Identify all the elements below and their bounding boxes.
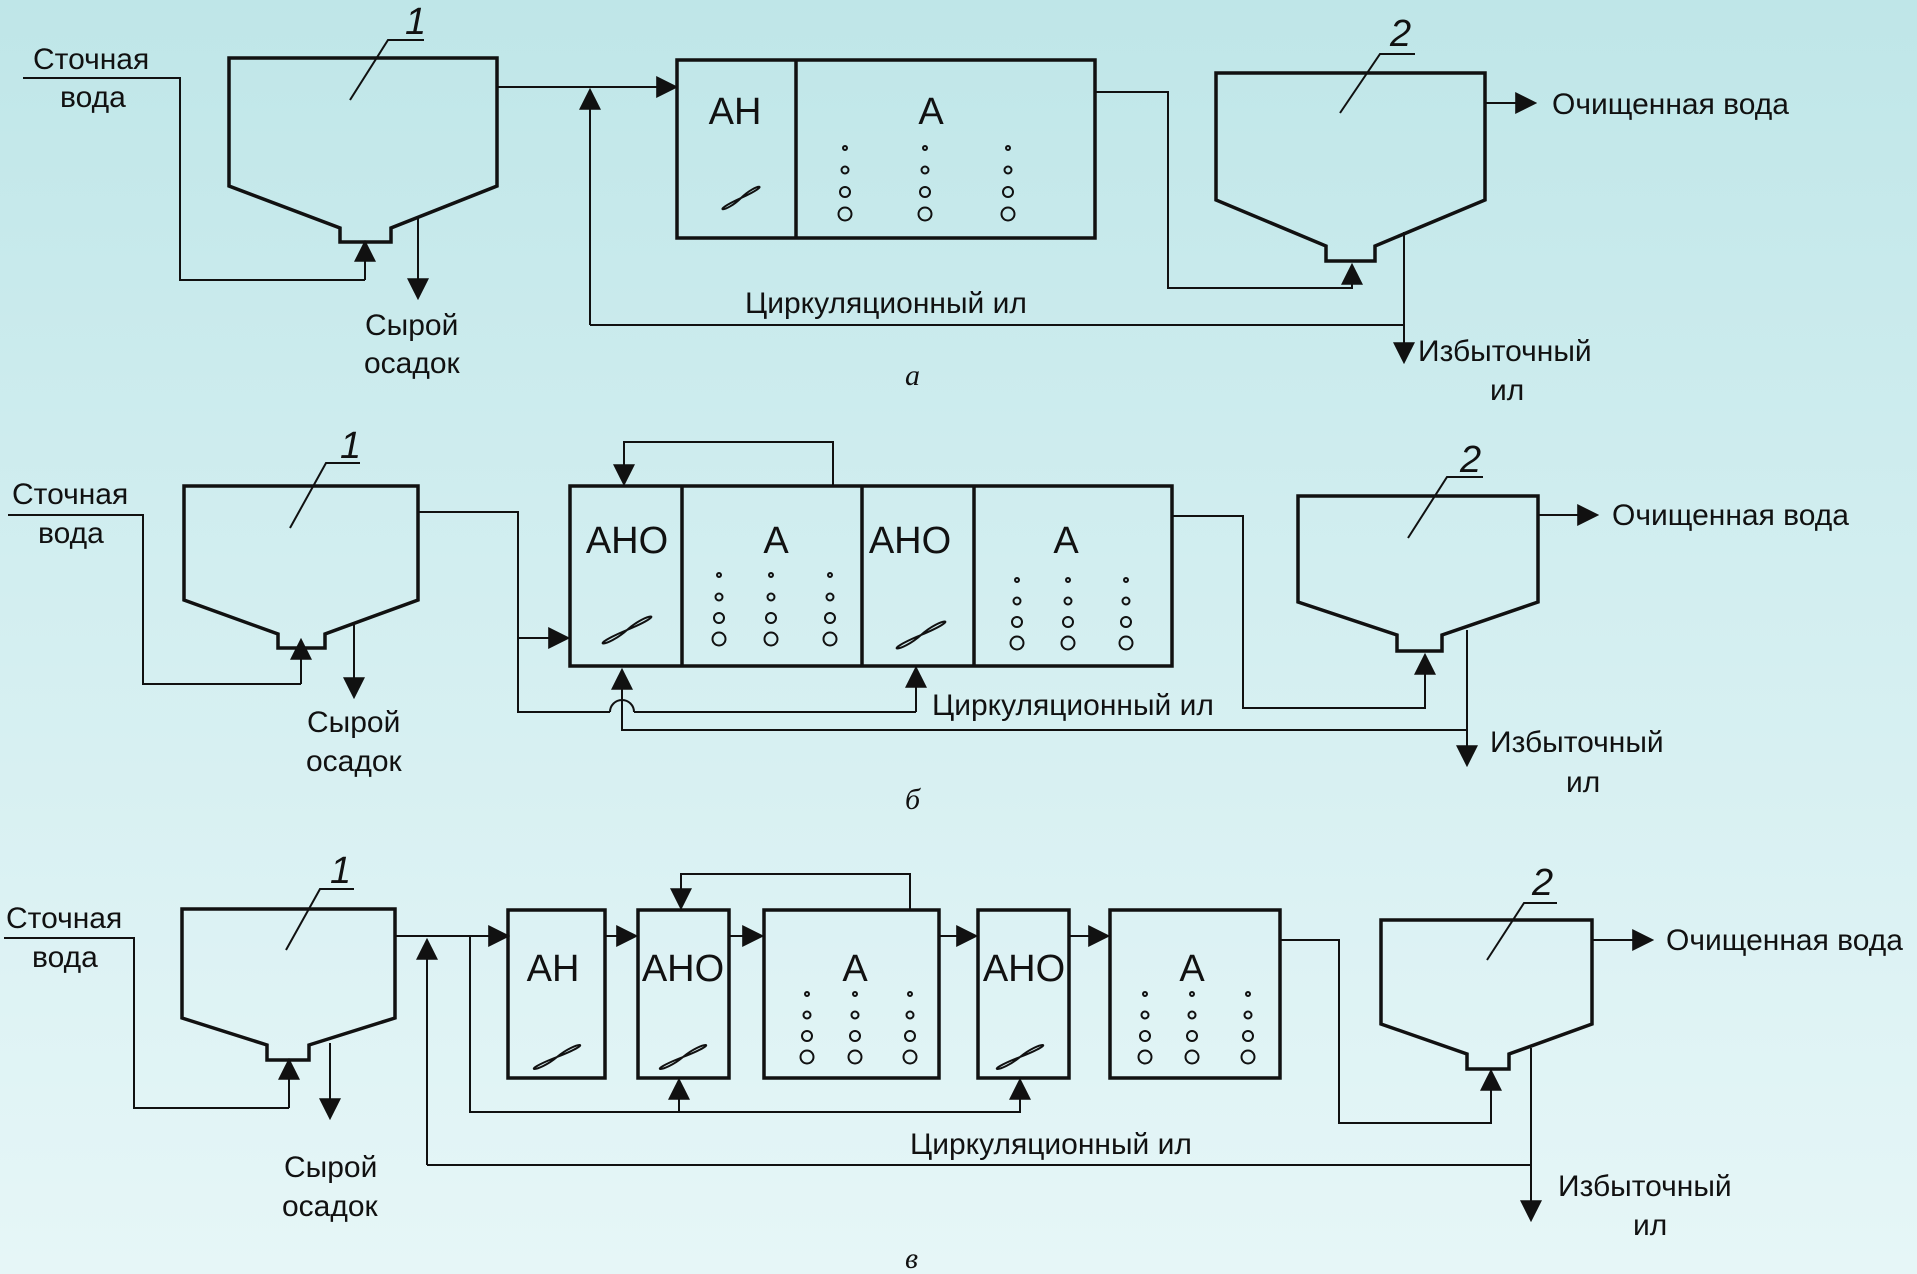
wastewater-line	[8, 514, 301, 685]
scheme-b: Сточная вода 1 Сырой осадок АНО А АНО А	[8, 425, 1849, 816]
aerobic-tank	[1108, 908, 1282, 1080]
mixer-infinity-icon	[721, 185, 761, 211]
excess-sludge-label: ил	[1633, 1209, 1667, 1242]
aerobic-zone-label: А	[763, 520, 789, 562]
secondary-clarifier-number: 2	[1531, 862, 1553, 904]
scheme-caption: в	[905, 1242, 918, 1274]
circulating-sludge-line	[517, 638, 916, 713]
mixed-liquor-line	[1280, 939, 1502, 1124]
primary-clarifier-number: 1	[340, 425, 361, 467]
raw-sludge-label: Сырой	[307, 706, 400, 739]
internal-recycle-arrow	[613, 441, 834, 487]
bioreactor	[568, 484, 1174, 668]
anoxic-zone-label: АНО	[586, 520, 668, 562]
scheme-caption: б	[905, 783, 921, 816]
wastewater-line	[23, 77, 365, 281]
wastewater-label: Сточная	[6, 902, 122, 935]
anaerobic-zone-label: АН	[527, 948, 580, 990]
circulating-sludge-label: Циркуляционный ил	[932, 689, 1214, 722]
return-sludge-arrow	[611, 667, 1467, 731]
secondary-clarifier-leader	[1339, 53, 1415, 114]
secondary-clarifier-leader	[1486, 902, 1557, 961]
raw-sludge-label: осадок	[282, 1190, 379, 1223]
aerobic-zone-label: А	[1053, 520, 1079, 562]
anoxic-tank	[636, 908, 731, 1080]
anoxic-zone-label: АНО	[983, 948, 1065, 990]
feed-arrow	[418, 511, 571, 649]
excess-sludge-label: Избыточный	[1558, 1170, 1732, 1203]
primary-clarifier-number: 1	[330, 850, 351, 892]
secondary-clarifier	[1214, 71, 1487, 263]
raw-sludge-label: Сырой	[365, 309, 458, 342]
secondary-clarifier-number: 2	[1459, 439, 1481, 481]
circulating-sludge-line	[469, 936, 1031, 1113]
mixer-infinity-icon	[532, 1044, 582, 1070]
mixed-liquor-line	[1172, 515, 1436, 709]
bioreactor	[675, 58, 1097, 240]
wastewater-label: вода	[32, 941, 98, 974]
treated-water-label: Очищенная вода	[1612, 499, 1849, 532]
excess-sludge-label: Избыточный	[1418, 335, 1592, 368]
secondary-clarifier	[1296, 494, 1540, 653]
air-bubbles-icon	[711, 572, 838, 647]
excess-sludge-label: ил	[1566, 766, 1600, 799]
aerobic-tank	[762, 908, 941, 1080]
secondary-clarifier	[1379, 918, 1594, 1071]
secondary-clarifier-number: 2	[1389, 13, 1411, 55]
air-bubbles-icon	[1009, 577, 1134, 651]
scheme-a: Сточная вода 1 Сырой осадок АН А 2 Очище…	[23, 1, 1789, 407]
aerobic-zone-label: А	[1179, 948, 1205, 990]
mixer-infinity-icon	[601, 615, 653, 645]
mixer-infinity-icon	[658, 1044, 708, 1070]
primary-clarifier	[180, 907, 397, 1062]
anoxic-tank	[976, 908, 1071, 1080]
anaerobic-tank	[506, 908, 607, 1080]
mixer-infinity-icon	[995, 1044, 1045, 1070]
raw-sludge-label: Сырой	[284, 1151, 377, 1184]
wastewater-label: Сточная	[12, 478, 128, 511]
mixed-liquor-line	[1095, 91, 1363, 289]
treated-water-label: Очищенная вода	[1552, 88, 1789, 121]
wastewater-label: вода	[38, 517, 104, 550]
mixer-infinity-icon	[895, 620, 947, 650]
circulating-sludge-label: Циркуляционный ил	[910, 1128, 1192, 1161]
aerobic-zone-label: А	[918, 91, 944, 133]
scheme-caption: а	[905, 359, 920, 392]
air-bubbles-icon	[837, 145, 1016, 222]
primary-clarifier-leader	[285, 888, 354, 951]
aerobic-zone-label: А	[842, 948, 868, 990]
primary-clarifier-leader	[289, 462, 360, 529]
anaerobic-zone-label: АН	[709, 91, 762, 133]
circulating-sludge-label: Циркуляционный ил	[745, 287, 1027, 320]
treated-water-label: Очищенная вода	[1666, 924, 1903, 957]
anoxic-zone-label: АНО	[642, 948, 724, 990]
primary-clarifier	[182, 484, 420, 650]
raw-sludge-label: осадок	[364, 347, 461, 380]
wastewater-label: Сточная	[33, 43, 149, 76]
wastewater-label: вода	[60, 81, 126, 114]
air-bubbles-icon	[799, 991, 918, 1065]
scheme-v: Сточная вода 1 Сырой осадок АН АНО А АНО	[4, 850, 1903, 1274]
excess-sludge-label: Избыточный	[1490, 726, 1664, 759]
primary-clarifier	[227, 56, 499, 244]
air-bubbles-icon	[1137, 991, 1256, 1065]
secondary-clarifier-leader	[1407, 476, 1483, 539]
anoxic-zone-label: АНО	[869, 520, 951, 562]
excess-sludge-label: ил	[1490, 374, 1524, 407]
internal-recycle-arrow	[670, 873, 911, 911]
primary-clarifier-leader	[349, 39, 424, 101]
raw-sludge-label: осадок	[306, 745, 403, 778]
wastewater-line	[4, 937, 289, 1109]
primary-clarifier-number: 1	[405, 1, 426, 43]
